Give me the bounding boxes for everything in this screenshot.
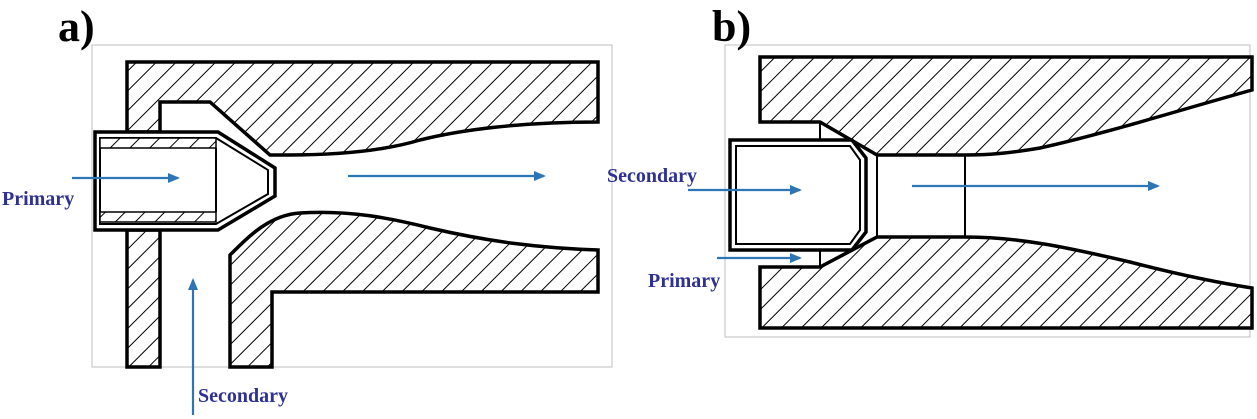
panel-b-secondary-label: Secondary — [607, 165, 697, 187]
panel-b: b) Secondary Primary — [607, 2, 1254, 338]
panel-a-frame — [91, 44, 613, 368]
panel-b-upper-body — [758, 55, 1254, 157]
panel-a-upper-body — [125, 60, 600, 157]
panel-b-letter: b) — [712, 2, 751, 51]
panel-b-primary-label: Primary — [648, 270, 720, 292]
panel-a-primary-label: Primary — [2, 188, 74, 210]
panel-a-primary-nozzle — [93, 130, 277, 232]
panel-a-lower-right-body — [228, 210, 600, 369]
panel-b-secondary-nozzle — [728, 138, 868, 252]
panel-a-secondary-label: Secondary — [198, 385, 288, 407]
panel-a: a) Primary Secondary — [2, 2, 613, 415]
panel-a-letter: a) — [58, 2, 95, 51]
panel-b-lower-body — [758, 235, 1254, 330]
panel-a-lower-body — [125, 228, 162, 369]
